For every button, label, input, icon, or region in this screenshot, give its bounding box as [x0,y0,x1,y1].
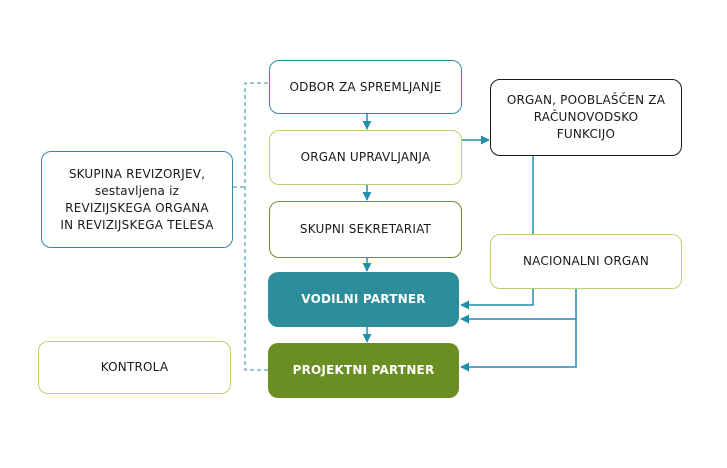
arrow-nacionalni-to-vodilni-2 [460,289,577,324]
arrow-nacionalni-to-projektni [460,319,577,372]
skupni-sekretariat-label: SKUPNI SEKRETARIAT [299,222,432,236]
dashed-line-revizorji [244,82,268,371]
arrow-nacionalni-to-vodilni-1 [460,289,534,310]
nacionalni-organ-label: NACIONALNI ORGAN [522,254,649,268]
projektni-partner-label: PROJEKTNI PARTNER [292,363,435,377]
kontrola-box: KONTROLA [38,341,231,394]
organ-racunovodski-line2: RAČUNOVODSKO [533,110,639,124]
organ-racunovodski-line1: ORGAN, POOBLAŠČEN ZA [506,93,666,107]
skupina-revizorjev-line3: REVIZIJSKEGA ORGANA [65,200,209,215]
skupina-revizorjev-line2: sestavljena iz [94,183,180,198]
organ-upravljanja-label: ORGAN UPRAVLJANJA [300,150,431,164]
skupina-revizorjev-line1: SKUPINA REVIZORJEV, [68,166,206,181]
organ-upravljanja-box: ORGAN UPRAVLJANJA [269,130,462,185]
odbor-za-spremljanje-box: ODBOR ZA SPREMLJANJE [269,60,462,114]
odbor-label: ODBOR ZA SPREMLJANJE [289,79,442,94]
projektni-partner-box: PROJEKTNI PARTNER [268,343,459,398]
kontrola-label: KONTROLA [100,360,169,374]
vodilni-partner-box: VODILNI PARTNER [268,272,459,327]
vodilni-partner-label: VODILNI PARTNER [301,292,426,306]
skupina-revizorjev-box: SKUPINA REVIZORJEV, sestavljena iz REVIZ… [41,151,233,248]
organ-racunovodski-box: ORGAN, POOBLAŠČEN ZA RAČUNOVODSKO FUNKCI… [490,79,682,156]
organ-racunovodski-line3: FUNKCIJO [556,127,616,141]
skupina-revizorjev-line4: IN REVIZIJSKEGA TELESA [60,217,214,232]
skupni-sekretariat-box: SKUPNI SEKRETARIAT [269,201,462,258]
nacionalni-organ-box: NACIONALNI ORGAN [490,234,682,289]
